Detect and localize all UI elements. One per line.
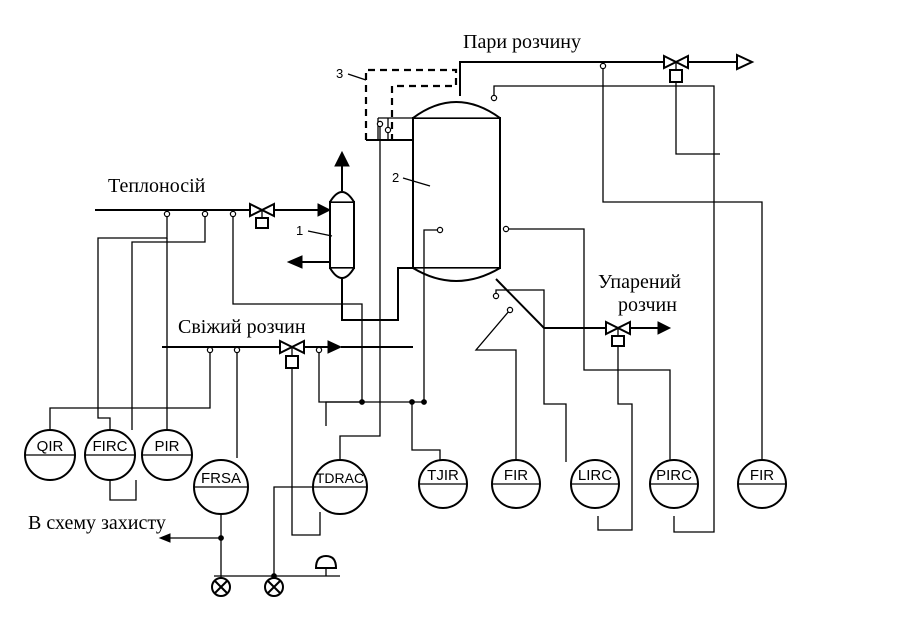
instrument-tag: LIRC [578,467,612,484]
instrument-lirc[interactable]: LIRC [570,459,620,509]
tap-points [163,62,607,579]
instrument-tag: FIR [750,467,774,484]
vapor-valve[interactable] [663,54,689,83]
instrument-pir[interactable]: PIR [141,429,193,481]
instrument-tag: FIRC [93,438,128,455]
signal-lines [49,66,763,585]
solution-vapors-line [459,53,755,96]
heat-carrier-valve[interactable] [249,202,275,229]
instrument-firc[interactable]: FIRC [84,429,136,481]
solenoid-valve-2[interactable] [264,577,284,597]
heat-carrier-label: Теплоносій [108,175,206,197]
instrument-tag: FIR [504,467,528,484]
instrument-tag: PIR [154,438,179,455]
fresh-solution-valve[interactable] [279,339,305,369]
alarm-bell [314,554,338,569]
instrument-tag: PIRC [656,467,692,484]
instrument-fir-1[interactable]: FIR [491,459,541,509]
instrument-frsa[interactable]: FRSA [193,459,249,515]
instrument-tjir[interactable]: TJIR [418,459,468,509]
heat-carrier-line [95,203,332,217]
evaporated-solution-label-2: розчин [618,294,677,316]
evaporator-number: 2 [392,170,399,185]
protection-scheme-label: В схему захисту [28,512,166,534]
separator-number: 3 [336,66,343,81]
solution-vapors-label: Пари розчину [463,31,581,53]
instrument-tag: TDRAC [316,470,364,486]
evaporator-2: 2 [392,101,501,282]
instrument-tag: QIR [37,438,64,455]
heater-number: 1 [296,223,303,238]
instrument-tdrac[interactable]: TDRAC [312,459,368,515]
evaporated-solution-valve[interactable] [605,320,631,347]
heater-connections [286,150,413,321]
evaporated-solution-label-1: Упарений [598,271,681,293]
instrument-qir[interactable]: QIR [24,429,76,481]
instrument-tag: TJIR [427,467,459,484]
heater-1: 1 [296,191,355,279]
solenoid-valve-1[interactable] [211,577,231,597]
instrument-pirc[interactable]: PIRC [649,459,699,509]
instrument-fir-2[interactable]: FIR [737,459,787,509]
instrument-tag: FRSA [201,470,241,487]
fresh-solution-label: Свіжий розчин [178,316,306,338]
